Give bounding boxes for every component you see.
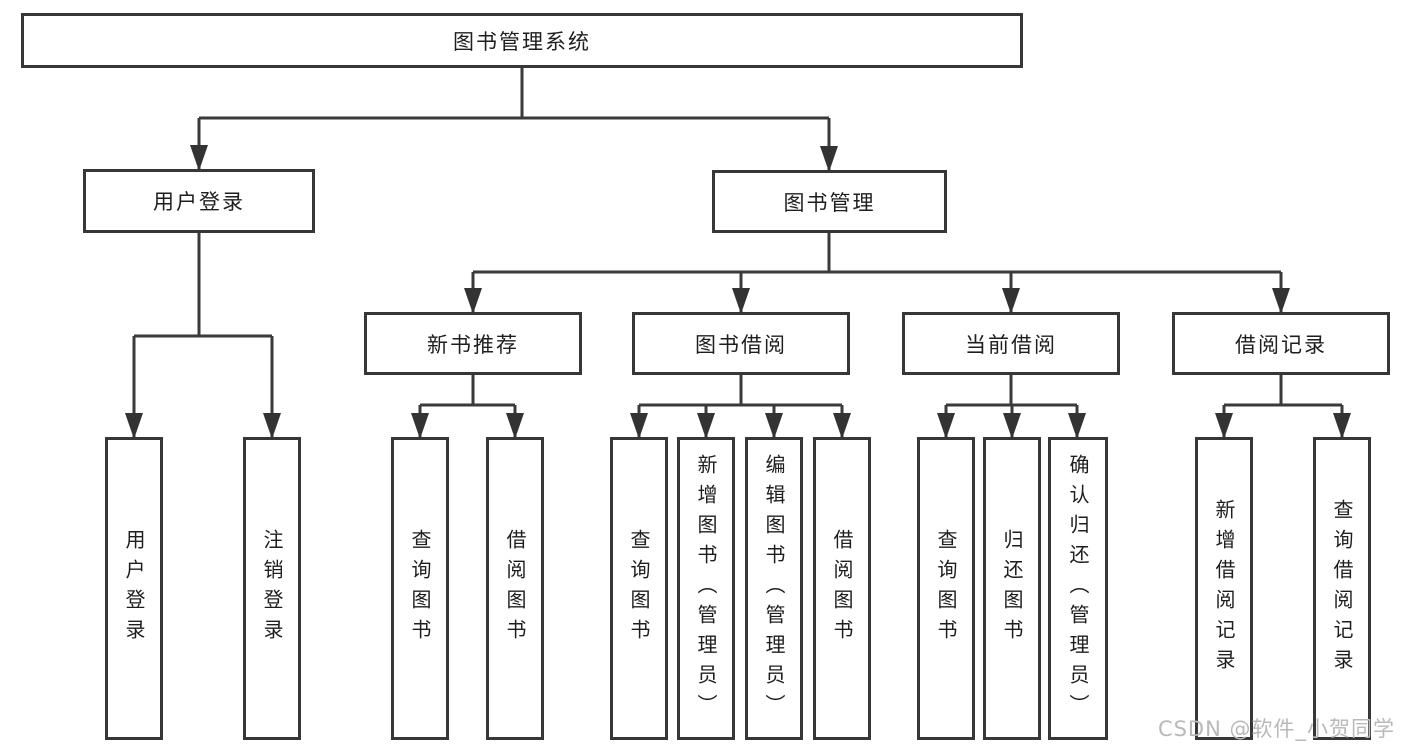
wire-root [197, 68, 831, 170]
leaf-borrow-add-admin: 新增图书（管理员） [677, 437, 735, 740]
leaf-borrow-query: 查询图书 [610, 437, 668, 740]
node-user-login: 用户登录 [83, 169, 315, 233]
leaf-current-confirm-admin: 确认归还（管理员） [1048, 437, 1108, 740]
leaf-current-query: 查询图书 [917, 437, 975, 740]
leaf-user-login: 用户登录 [105, 437, 163, 740]
leaf-record-query: 查询借阅记录 [1313, 437, 1371, 740]
leaf-newbook-query-label: 查询图书 [408, 528, 432, 649]
node-root-label: 图书管理系统 [453, 29, 591, 54]
leaf-current-return-label: 归还图书 [1000, 528, 1024, 649]
leaf-logout: 注销登录 [243, 437, 301, 740]
leaf-borrow-edit-admin-label: 编辑图书（管理员） [762, 453, 786, 724]
node-book-management-label: 图书管理 [783, 190, 876, 215]
leaf-newbook-query: 查询图书 [391, 437, 449, 740]
node-user-login-label: 用户登录 [153, 190, 245, 214]
node-book-borrow: 图书借阅 [632, 312, 850, 375]
leaf-newbook-borrow: 借阅图书 [486, 437, 544, 740]
node-book-management: 图书管理 [712, 170, 947, 233]
leaf-record-add-label: 新增借阅记录 [1212, 498, 1236, 679]
leaf-borrow-query-label: 查询图书 [627, 528, 651, 649]
wire-new-book [418, 375, 517, 437]
node-current-borrow: 当前借阅 [902, 312, 1120, 375]
leaf-user-login-label: 用户登录 [122, 528, 146, 649]
leaf-newbook-borrow-label: 借阅图书 [503, 528, 527, 649]
wire-user-login [132, 233, 274, 437]
node-new-book-recommend-label: 新书推荐 [427, 332, 519, 357]
leaf-borrow-book: 借阅图书 [813, 437, 871, 740]
leaf-borrow-book-label: 借阅图书 [830, 528, 854, 649]
leaf-logout-label: 注销登录 [260, 528, 284, 649]
node-current-borrow-label: 当前借阅 [965, 332, 1057, 357]
watermark: CSDN @软件_小贺同学 [1157, 717, 1395, 741]
wire-borrow-record [1222, 375, 1344, 437]
leaf-borrow-add-admin-label: 新增图书（管理员） [694, 453, 718, 724]
leaf-record-add: 新增借阅记录 [1195, 437, 1253, 740]
leaf-record-query-label: 查询借阅记录 [1330, 498, 1354, 679]
node-book-borrow-label: 图书借阅 [695, 332, 787, 357]
wire-current-borrow [944, 375, 1079, 437]
node-new-book-recommend: 新书推荐 [364, 312, 582, 375]
leaf-current-query-label: 查询图书 [934, 528, 958, 649]
node-borrow-record: 借阅记录 [1172, 312, 1390, 375]
node-borrow-record-label: 借阅记录 [1235, 332, 1327, 357]
wire-book-management [471, 233, 1283, 312]
wire-book-borrow [637, 375, 844, 437]
node-root-system: 图书管理系统 [21, 13, 1023, 68]
leaf-current-confirm-admin-label: 确认归还（管理员） [1066, 453, 1090, 724]
leaf-current-return: 归还图书 [983, 437, 1041, 740]
leaf-borrow-edit-admin: 编辑图书（管理员） [745, 437, 803, 740]
